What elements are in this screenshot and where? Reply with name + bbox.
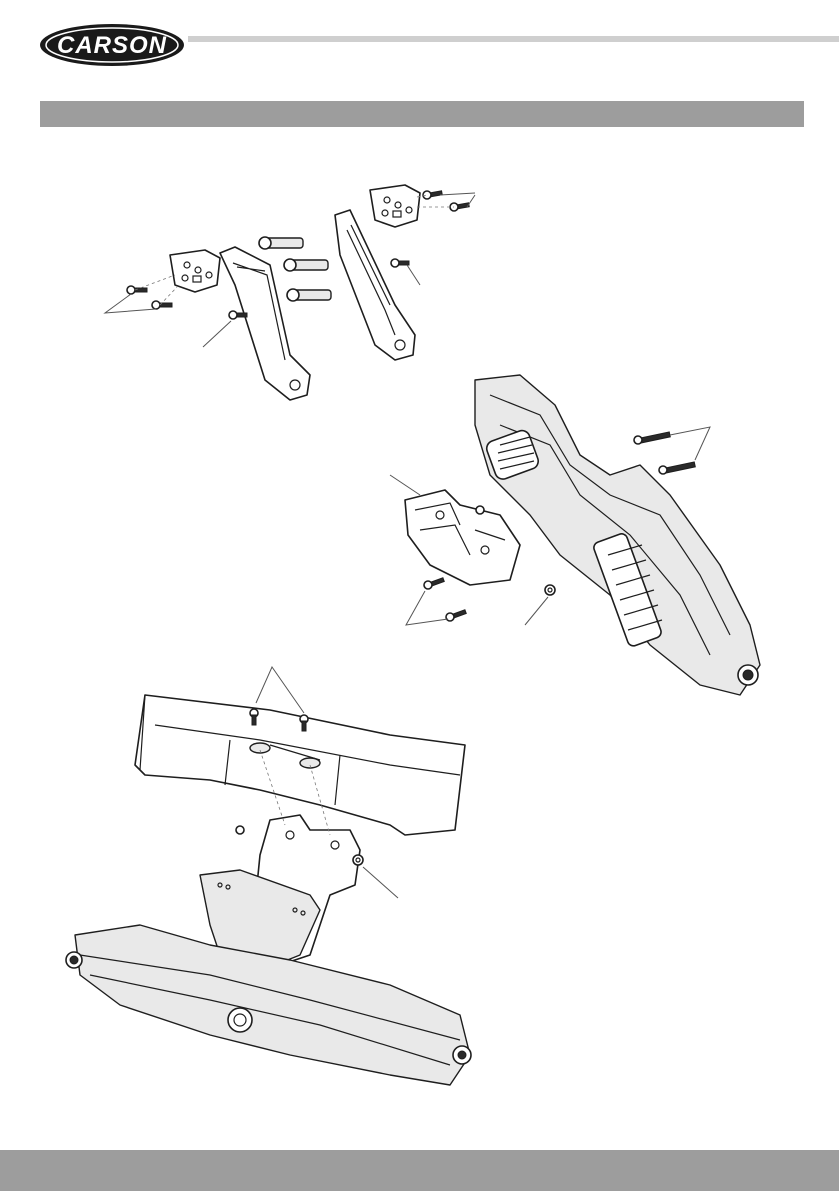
wing-mount-bracket <box>405 490 520 585</box>
screw-bracket-1 <box>424 578 444 589</box>
header-rule <box>188 36 839 42</box>
mount-plate-left <box>170 250 220 292</box>
screw-top-right-2 <box>450 203 469 211</box>
nut-top <box>476 506 484 514</box>
section-heading-bar <box>40 101 804 127</box>
screw-top-right-1 <box>423 191 442 199</box>
svg-text:CARSON: CARSON <box>57 32 167 59</box>
screw-long-1 <box>634 432 670 444</box>
nut-wing-left <box>236 826 244 834</box>
spacer-post-2 <box>284 259 328 271</box>
nut-wing-right <box>353 855 363 865</box>
screw-long-2 <box>659 462 695 474</box>
screw-left-2 <box>152 301 172 309</box>
screw-left-1 <box>127 286 147 294</box>
screw-right-post <box>391 259 409 267</box>
screw-bracket-2 <box>446 610 466 621</box>
spacer-post-1 <box>259 237 303 249</box>
mount-plate-right <box>370 185 420 227</box>
nut-bracket <box>545 585 555 595</box>
wing-post-right <box>335 210 415 360</box>
footer-bar <box>0 1150 839 1191</box>
rear-chassis-assembly <box>475 375 760 695</box>
rear-wing-install-figure <box>60 655 480 1105</box>
spacer-post-3 <box>287 289 331 301</box>
carson-logo: CARSON <box>38 22 186 68</box>
rear-wing <box>135 695 465 835</box>
